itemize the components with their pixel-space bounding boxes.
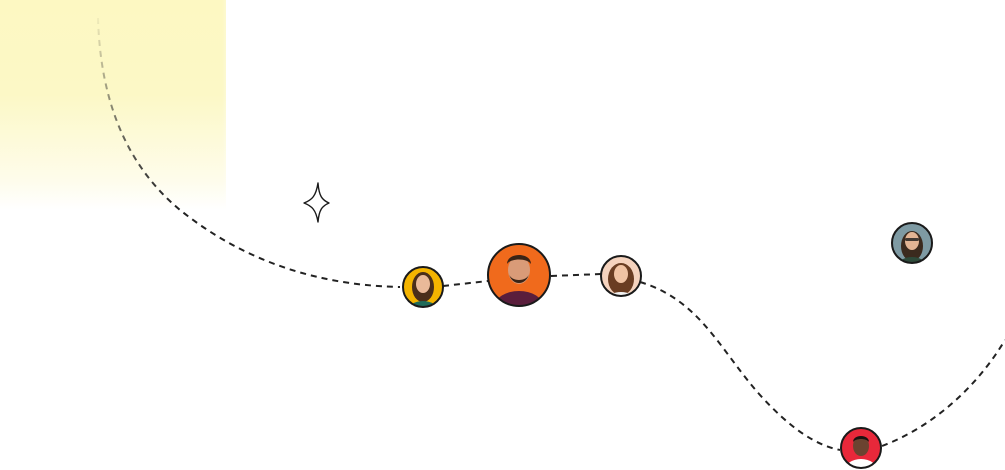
sparkle-icon [303,182,330,223]
journey-path-mid [442,280,489,287]
avatar-woman-yellow [402,266,444,308]
avatar-man-red [840,427,882,469]
journey-path-start [97,17,401,288]
journey-path-end [881,339,1005,447]
journey-path-mid-2 [550,273,602,277]
avatar-woman-peach [600,255,642,297]
background-glow-fade [180,0,240,210]
avatar-man-orange [487,243,551,307]
journey-path-descent [639,281,841,451]
avatar-woman-grey [891,222,933,264]
